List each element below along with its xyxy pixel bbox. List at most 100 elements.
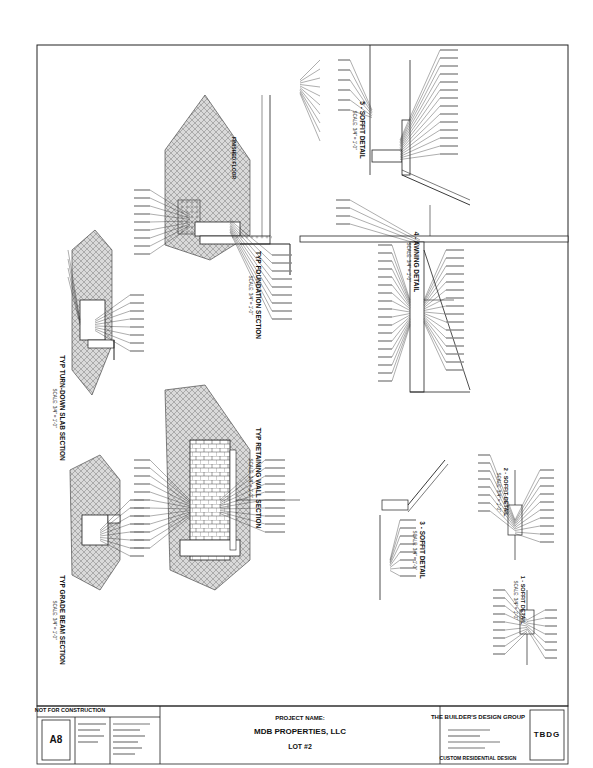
leader-line: [505, 629, 527, 638]
leader-line: [440, 65, 458, 66]
leader-line: [378, 348, 392, 349]
leader-line: [400, 527, 416, 528]
leader-line: [540, 493, 554, 494]
leader-line: [493, 621, 505, 622]
leader-line: [545, 657, 557, 658]
leader-line: [392, 323, 410, 366]
leader-line: [527, 625, 545, 635]
leader-line: [95, 303, 130, 322]
leader-line: [300, 60, 320, 80]
leader-line: [478, 454, 490, 455]
leader-line: [336, 199, 350, 200]
leader-line: [545, 641, 557, 642]
leader-line: [446, 369, 464, 370]
leader-line: [493, 653, 505, 654]
leader-line: [338, 59, 350, 60]
leader-line: [424, 282, 446, 306]
leader-line: [95, 326, 130, 327]
leader-line: [440, 97, 458, 98]
detail-title: TYP FOUNDATION SECTION: [255, 251, 262, 339]
leader-line: [490, 455, 515, 520]
leader-line: [400, 106, 440, 151]
leader-line: [378, 284, 392, 285]
leader-line: [319, 104, 320, 105]
leader-line: [490, 503, 515, 529]
leader-line: [392, 317, 410, 334]
leader-line: [446, 353, 464, 354]
leader-line: [378, 292, 392, 293]
leader-line: [378, 316, 392, 317]
leader-line: [350, 224, 420, 245]
leader-line: [150, 190, 190, 215]
scale-note: SCALE: 3/4" = 1'-0": [496, 472, 501, 511]
leader-line: [272, 310, 292, 311]
leader-line: [134, 237, 150, 238]
leader-line: [440, 113, 458, 114]
leader-line: [493, 589, 505, 590]
leader-line: [446, 313, 464, 314]
scale-note: SCALE: 3/4" = 1'-0": [352, 110, 357, 149]
leader-line: [446, 345, 464, 346]
leader-line: [540, 517, 554, 518]
leader-line: [400, 575, 416, 576]
leader-line: [67, 276, 68, 277]
leader-line: [378, 260, 392, 261]
detail-title: 1 - SOFFIT DETAIL: [519, 576, 525, 624]
leader-line: [440, 153, 458, 154]
leader-line: [150, 214, 190, 220]
detail-title: TBDG: [534, 731, 561, 739]
leader-line: [319, 77, 320, 78]
leader-line: [446, 305, 464, 306]
leader-line: [440, 89, 458, 90]
leader-line: [272, 270, 292, 271]
leader-line: [134, 491, 150, 492]
leader-line: [134, 253, 150, 254]
leader-line: [490, 511, 515, 531]
leader-line: [68, 259, 80, 322]
leader-line: [300, 88, 320, 106]
leader-line: [515, 518, 540, 529]
leader-line: [134, 213, 150, 214]
leader-line: [446, 249, 464, 250]
leader-line: [527, 623, 545, 626]
leader-line: [130, 515, 144, 516]
scale-note: SCALE: 3/4" = 1'-0": [248, 275, 253, 314]
leader-line: [265, 467, 285, 468]
leader-line: [400, 90, 440, 148]
leader-line: [319, 140, 320, 141]
leader-line: [446, 361, 464, 362]
leader-line: [378, 340, 392, 341]
leader-line: [390, 528, 400, 562]
leader-line: [130, 531, 144, 532]
detail-title: PROJECT NAME:: [275, 715, 325, 721]
leader-line: [265, 499, 285, 500]
scale-note: SCALE: 3/4" = 1'-0": [248, 458, 253, 497]
leader-line: [272, 302, 292, 303]
leader-line: [134, 467, 150, 468]
leader-line: [272, 318, 292, 319]
leader-line: [540, 509, 554, 510]
leader-line: [400, 58, 440, 142]
leader-line: [336, 223, 350, 224]
leader-line: [515, 532, 540, 534]
leader-line: [378, 268, 392, 269]
leader-line: [130, 539, 144, 540]
detail-title: 3 - SOFFIT DETAIL: [419, 521, 426, 578]
leader-line: [265, 491, 285, 492]
leader-line: [493, 629, 505, 630]
leader-line: [545, 609, 557, 610]
leader-line: [319, 122, 320, 123]
leader-line: [478, 502, 490, 503]
leader-line: [540, 533, 554, 534]
leader-line: [338, 89, 350, 90]
leader-line: [150, 512, 190, 524]
leader-line: [378, 380, 392, 381]
leader-line: [300, 86, 320, 96]
leader-line: [545, 649, 557, 650]
leader-line: [319, 113, 320, 114]
detail-title: 4 - AWNING DETAIL: [413, 232, 420, 293]
leader-line: [67, 267, 68, 268]
leader-line: [130, 302, 144, 303]
leader-line: [424, 290, 446, 308]
leader-line: [515, 534, 540, 543]
